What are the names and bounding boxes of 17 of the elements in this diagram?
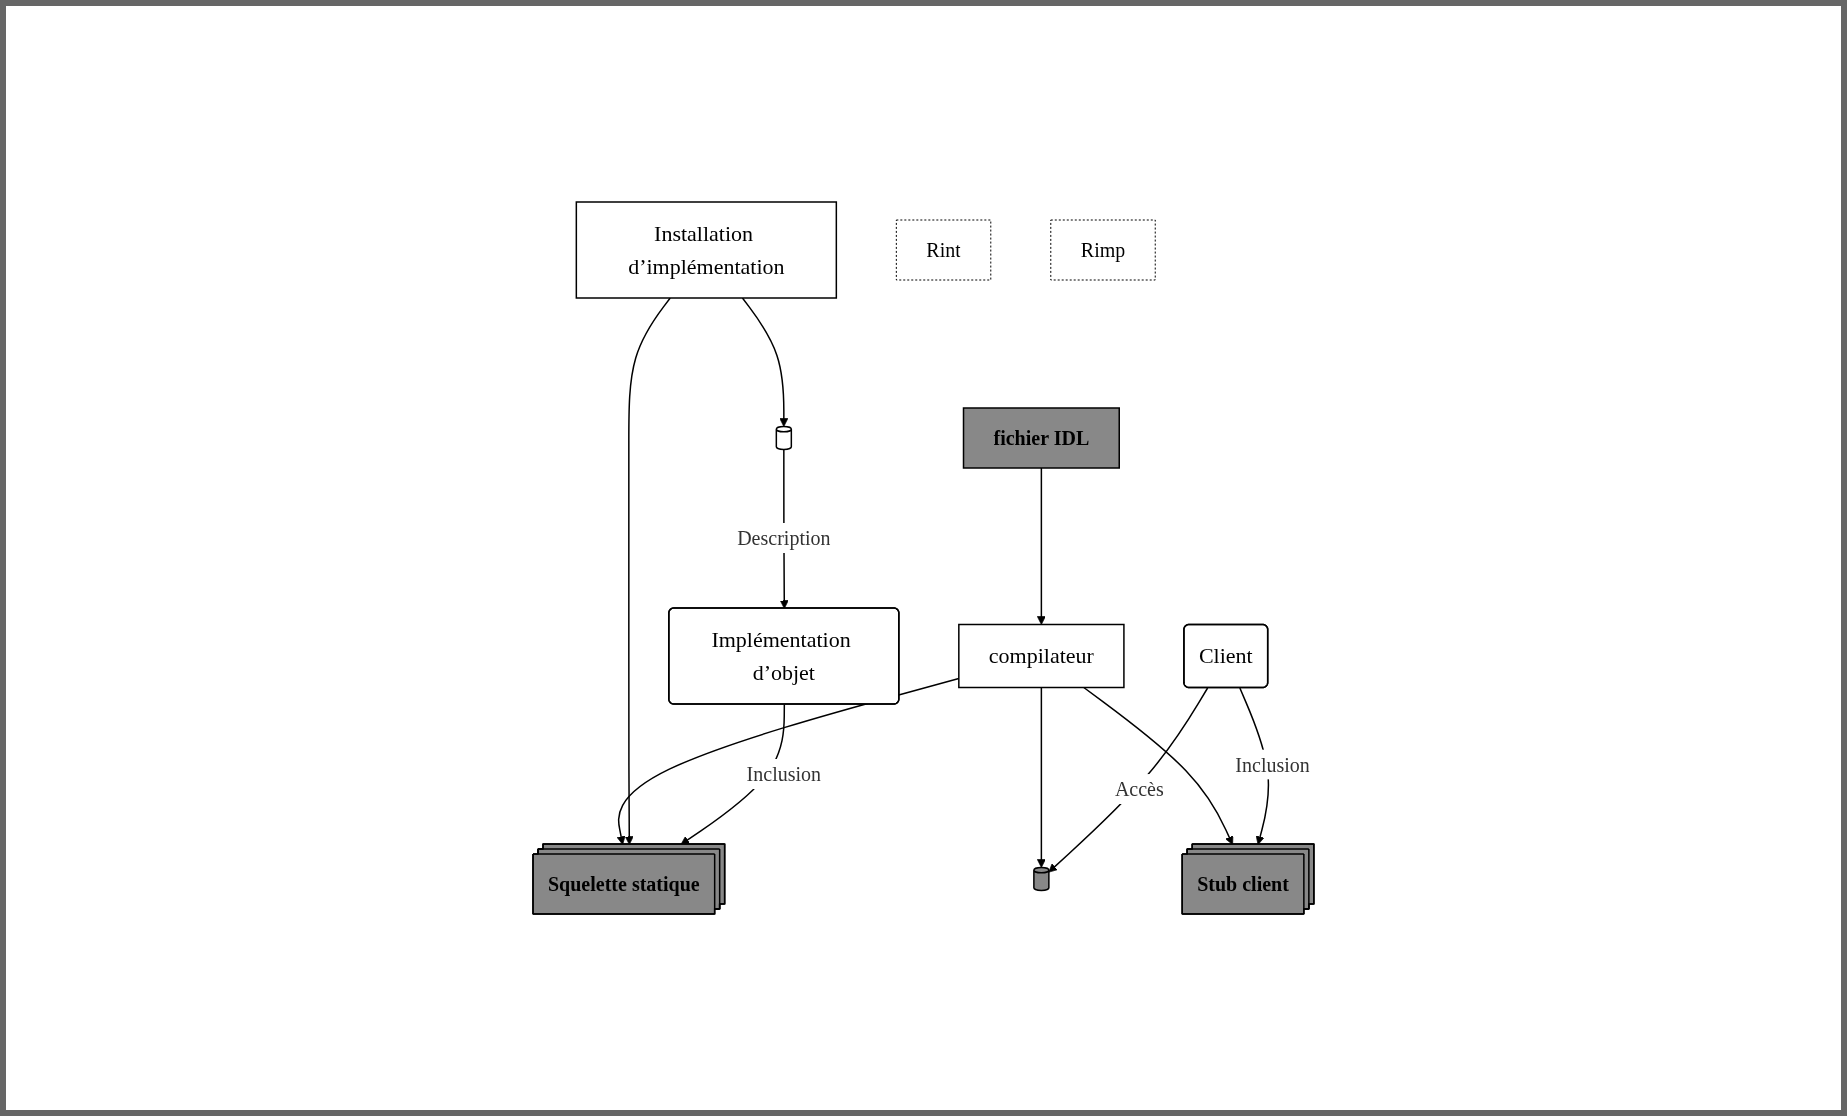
node-box: Rimp: [1050, 219, 1156, 281]
node-cylinder: [775, 425, 793, 451]
node-box: Installation d’implémentation: [575, 201, 838, 299]
arrow: [741, 297, 789, 427]
arrow: [1037, 686, 1046, 868]
node-box: compilateur: [958, 623, 1125, 689]
edge-label: Accès: [1114, 778, 1164, 801]
edge-label: Inclusion: [746, 763, 822, 785]
arrow: [624, 297, 672, 845]
node-box: fichier IDL: [962, 407, 1121, 469]
node-cylinder: [1033, 866, 1050, 892]
edge-label: Description: [737, 527, 831, 549]
edge-label: Inclusion: [1235, 753, 1310, 776]
arrow: [1083, 686, 1234, 845]
node-box: Rint: [895, 219, 992, 281]
arrow: [1048, 687, 1209, 873]
arrow: [1037, 467, 1046, 625]
